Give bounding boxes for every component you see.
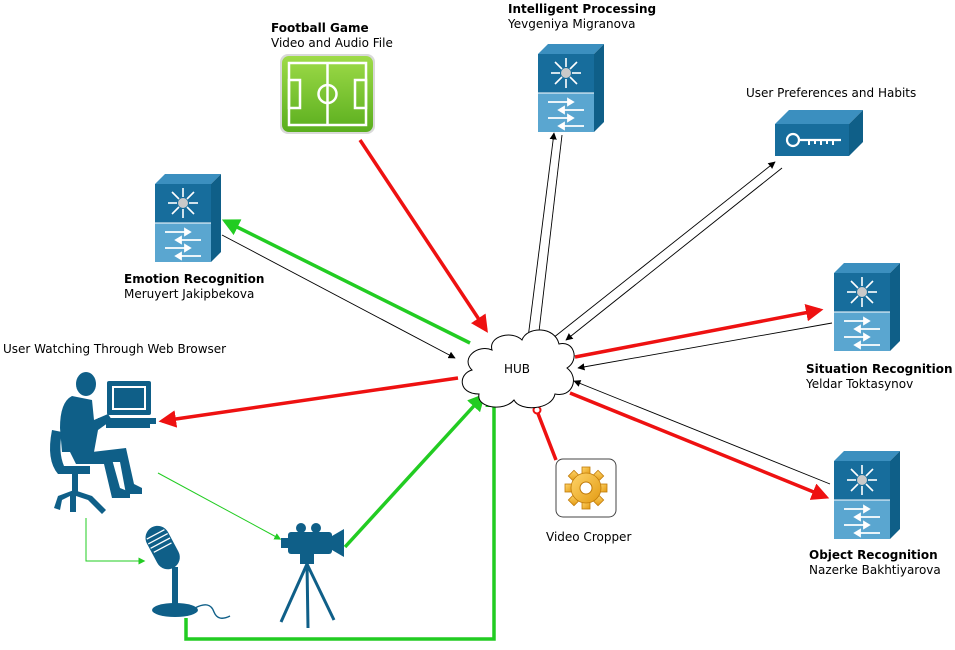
edge-situation-to-hub bbox=[577, 322, 833, 371]
football-field-icon[interactable] bbox=[280, 54, 375, 134]
video-cropper-gear-icon[interactable] bbox=[555, 458, 617, 518]
user-preferences-label: User Preferences and Habits bbox=[746, 86, 916, 101]
edge-hub-to-object bbox=[569, 391, 830, 500]
video-cropper-text: Video Cropper bbox=[546, 530, 632, 544]
video-camera-icon[interactable] bbox=[279, 523, 344, 629]
emotion-recognition-switch-icon[interactable] bbox=[154, 173, 222, 263]
user-watching-label: User Watching Through Web Browser bbox=[3, 342, 226, 357]
edge-mic-to-hub bbox=[184, 389, 503, 641]
intelligent-processing-label: Intelligent Processing Yevgeniya Migrano… bbox=[508, 2, 656, 32]
edge-user-to-camera bbox=[157, 472, 282, 540]
edge-object-to-hub bbox=[573, 380, 831, 485]
edge-user-to-mic bbox=[85, 518, 146, 565]
user-preferences-text: User Preferences and Habits bbox=[746, 86, 917, 100]
edge-camera-to-hub bbox=[343, 393, 486, 549]
object-recognition-subtitle: Nazerke Bakhtiyarova bbox=[809, 563, 941, 577]
situation-recognition-title: Situation Recognition bbox=[806, 362, 953, 376]
edge-processing-to-hub bbox=[535, 134, 563, 341]
situation-recognition-label: Situation Recognition Yeldar Toktasynov bbox=[806, 362, 953, 392]
football-game-subtitle: Video and Audio File bbox=[271, 36, 393, 50]
user-at-computer-icon[interactable] bbox=[50, 372, 156, 514]
edge-football-to-hub bbox=[358, 139, 488, 333]
user-watching-text: User Watching Through Web Browser bbox=[3, 342, 227, 356]
hub-cloud-icon[interactable] bbox=[461, 329, 575, 409]
edge-emotion-to-hub bbox=[221, 234, 456, 359]
emotion-recognition-label: Emotion Recognition Meruyert Jakipbekova bbox=[124, 272, 264, 302]
edge-hub-to-preferences bbox=[552, 161, 776, 339]
microphone-icon[interactable] bbox=[141, 522, 231, 619]
edge-hub-to-emotion bbox=[221, 219, 471, 345]
situation-recognition-switch-icon[interactable] bbox=[833, 262, 901, 352]
emotion-recognition-title: Emotion Recognition bbox=[124, 272, 265, 286]
hub-label: HUB bbox=[503, 362, 531, 376]
object-recognition-title: Object Recognition bbox=[809, 548, 938, 562]
situation-recognition-subtitle: Yeldar Toktasynov bbox=[806, 377, 914, 391]
football-game-label: Football Game Video and Audio File bbox=[271, 21, 393, 51]
object-recognition-label: Object Recognition Nazerke Bakhtiyarova bbox=[809, 548, 941, 578]
object-recognition-switch-icon[interactable] bbox=[833, 450, 901, 540]
key-storage-icon[interactable] bbox=[775, 110, 863, 156]
edge-preferences-to-hub bbox=[565, 167, 783, 341]
edge-hub-to-processing bbox=[527, 132, 557, 339]
emotion-recognition-subtitle: Meruyert Jakipbekova bbox=[124, 287, 255, 301]
football-game-title: Football Game bbox=[271, 21, 369, 35]
edge-hub-to-user bbox=[158, 376, 459, 428]
edge-hub-to-cropper bbox=[535, 410, 558, 461]
video-cropper-label: Video Cropper bbox=[546, 530, 631, 545]
intelligent-processing-title: Intelligent Processing bbox=[508, 2, 657, 16]
edge-hub-to-situation bbox=[574, 304, 824, 359]
intelligent-processing-subtitle: Yevgeniya Migranova bbox=[508, 17, 636, 31]
intelligent-processing-switch-icon[interactable] bbox=[537, 43, 605, 133]
